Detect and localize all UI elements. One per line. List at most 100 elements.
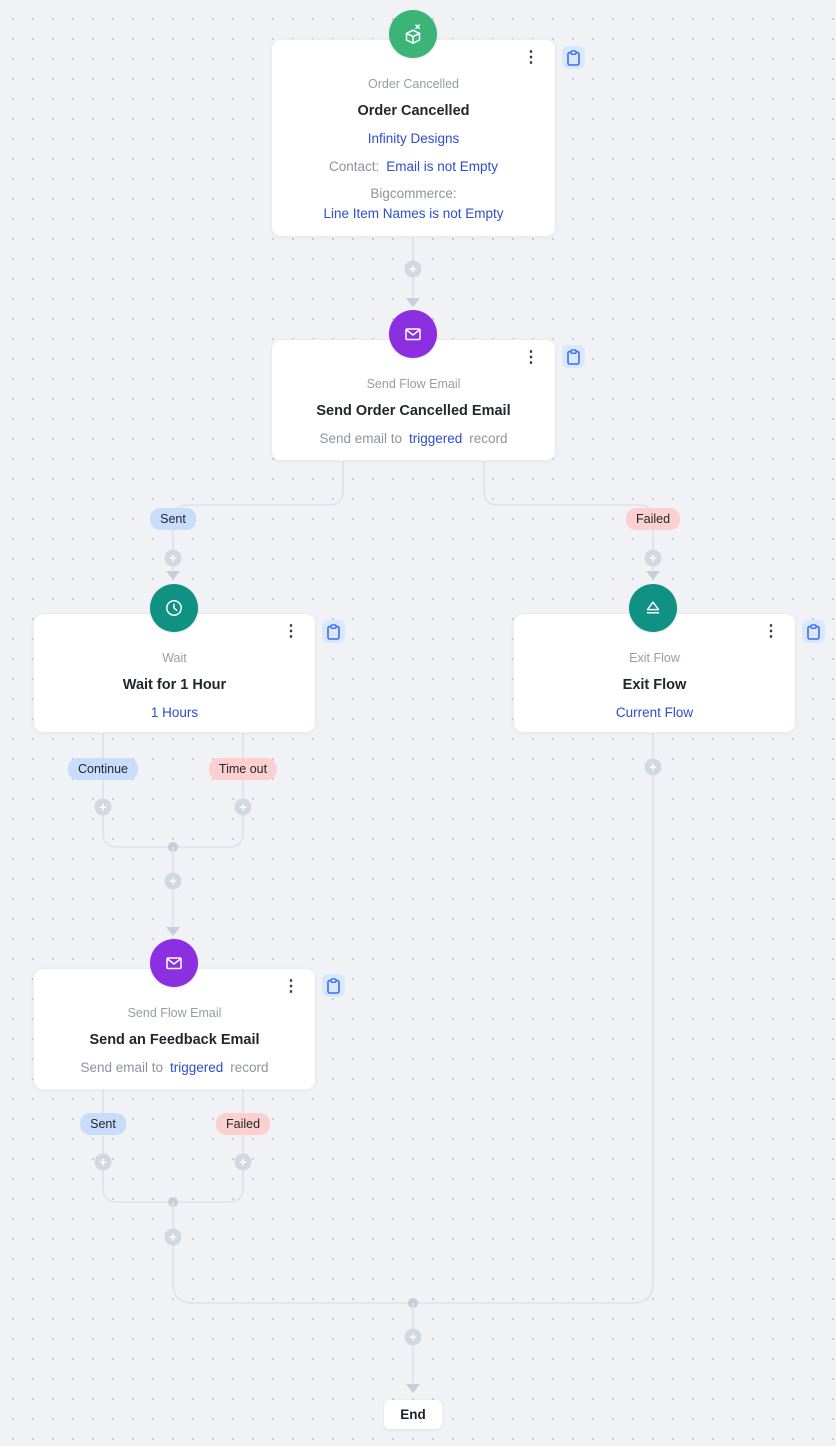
body-text: Send email to — [319, 431, 402, 447]
connector-email2-sent — [102, 1090, 173, 1203]
connector-wait-timeout — [173, 733, 244, 848]
condition-value-link[interactable]: Email is not Empty — [386, 158, 499, 174]
copy-node-button[interactable] — [562, 345, 585, 368]
branch-badge-timeout: Time out — [208, 758, 278, 780]
add-step-button[interactable]: + — [644, 549, 662, 567]
add-step-button[interactable]: + — [234, 1153, 252, 1171]
clipboard-icon — [567, 348, 580, 365]
kebab-icon: ⋮ — [283, 978, 299, 995]
node-card-wait[interactable]: ⋮ Wait Wait for 1 Hour 1 Hours — [33, 613, 316, 733]
wait-duration-link[interactable]: 1 Hours — [150, 705, 199, 721]
trigger-condition-bigcommerce: Bigcommerce: Line Item Names is not Empt… — [323, 186, 503, 222]
condition-value-link[interactable]: Line Item Names is not Empty — [323, 206, 504, 222]
order-cancelled-cube-icon — [389, 10, 437, 58]
connector-email2-failed — [173, 1090, 244, 1203]
connector-email2-end — [172, 1202, 413, 1304]
plus-icon: + — [239, 799, 247, 814]
node-title: Send an Feedback Email — [89, 1032, 260, 1048]
connector-exit-end — [413, 733, 654, 1304]
clipboard-icon — [567, 49, 580, 66]
node-card-send-order-cancelled-email[interactable]: ⋮ Send Flow Email Send Order Cancelled E… — [271, 339, 556, 461]
plus-icon: + — [649, 550, 657, 565]
kebab-icon: ⋮ — [523, 349, 539, 366]
merge-dot — [168, 1197, 178, 1207]
plus-icon: + — [169, 1229, 177, 1244]
connector-email1-sent — [172, 461, 344, 570]
arrowhead — [406, 1384, 420, 1393]
node-title: Send Order Cancelled Email — [316, 403, 511, 419]
branch-badge-continue: Continue — [67, 758, 139, 780]
add-step-button[interactable]: + — [94, 1153, 112, 1171]
node-type-label: Exit Flow — [629, 651, 680, 665]
exit-flow-link[interactable]: Current Flow — [615, 705, 694, 721]
merge-dot — [408, 1298, 418, 1308]
branch-badge-sent: Sent — [150, 508, 196, 530]
add-step-button[interactable]: + — [404, 260, 422, 278]
envelope-icon — [389, 310, 437, 358]
copy-node-button[interactable] — [802, 620, 825, 643]
envelope-icon — [150, 939, 198, 987]
add-step-button[interactable]: + — [164, 1228, 182, 1246]
node-title: Exit Flow — [622, 677, 687, 693]
clock-icon — [150, 584, 198, 632]
node-menu-button[interactable]: ⋮ — [519, 48, 543, 68]
node-menu-button[interactable]: ⋮ — [519, 348, 543, 368]
trigger-condition-contact: Contact: Email is not Empty — [329, 159, 498, 176]
branch-badge-sent: Sent — [80, 1113, 126, 1135]
plus-icon: + — [239, 1154, 247, 1169]
clipboard-icon — [807, 623, 820, 640]
kebab-icon: ⋮ — [763, 623, 779, 640]
email-recipient-row: Send email to triggered record — [80, 1060, 268, 1077]
arrowhead — [166, 571, 180, 580]
plus-icon: + — [99, 799, 107, 814]
kebab-icon: ⋮ — [523, 49, 539, 66]
node-type-label: Send Flow Email — [366, 377, 461, 391]
node-menu-button[interactable]: ⋮ — [759, 622, 783, 642]
add-step-button[interactable]: + — [644, 758, 662, 776]
add-step-button[interactable]: + — [164, 549, 182, 567]
kebab-icon: ⋮ — [283, 623, 299, 640]
node-type-label: Send Flow Email — [127, 1006, 222, 1020]
plus-icon: + — [409, 261, 417, 276]
node-menu-button[interactable]: ⋮ — [279, 622, 303, 642]
add-step-button[interactable]: + — [94, 798, 112, 816]
recipient-link[interactable]: triggered — [170, 1060, 224, 1076]
merge-dot — [168, 842, 178, 852]
connector-wait-continue — [102, 733, 173, 848]
plus-icon: + — [169, 873, 177, 888]
plus-icon: + — [649, 759, 657, 774]
add-step-button[interactable]: + — [234, 798, 252, 816]
condition-label: Contact: — [328, 158, 380, 174]
node-menu-button[interactable]: ⋮ — [279, 977, 303, 997]
node-title: Order Cancelled — [357, 103, 470, 119]
plus-icon: + — [169, 550, 177, 565]
arrowhead — [166, 927, 180, 936]
node-card-order-cancelled-trigger[interactable]: ⋮ Order Cancelled Order Cancelled Infini… — [271, 39, 556, 237]
arrowhead — [406, 298, 420, 307]
node-title: Wait for 1 Hour — [122, 677, 227, 693]
add-step-button[interactable]: + — [404, 1328, 422, 1346]
eject-triangle-icon — [629, 584, 677, 632]
arrowhead — [646, 571, 660, 580]
plus-icon: + — [99, 1154, 107, 1169]
clipboard-icon — [327, 977, 340, 994]
node-type-label: Order Cancelled — [367, 77, 459, 91]
trigger-audience-link[interactable]: Infinity Designs — [367, 131, 460, 147]
node-card-send-feedback-email[interactable]: ⋮ Send Flow Email Send an Feedback Email… — [33, 968, 316, 1090]
plus-icon: + — [409, 1329, 417, 1344]
branch-badge-failed: Failed — [215, 1113, 271, 1135]
end-node: End — [384, 1400, 442, 1429]
email-recipient-row: Send email to triggered record — [319, 431, 507, 448]
recipient-link[interactable]: triggered — [409, 431, 463, 447]
body-text: record — [469, 431, 508, 447]
condition-label: Bigcommerce: — [370, 186, 457, 202]
clipboard-icon — [327, 623, 340, 640]
body-text: record — [230, 1060, 269, 1076]
copy-node-button[interactable] — [562, 46, 585, 69]
copy-node-button[interactable] — [322, 620, 345, 643]
branch-badge-failed: Failed — [625, 508, 681, 530]
copy-node-button[interactable] — [322, 974, 345, 997]
add-step-button[interactable]: + — [164, 872, 182, 890]
body-text: Send email to — [80, 1060, 163, 1076]
node-type-label: Wait — [162, 651, 187, 665]
